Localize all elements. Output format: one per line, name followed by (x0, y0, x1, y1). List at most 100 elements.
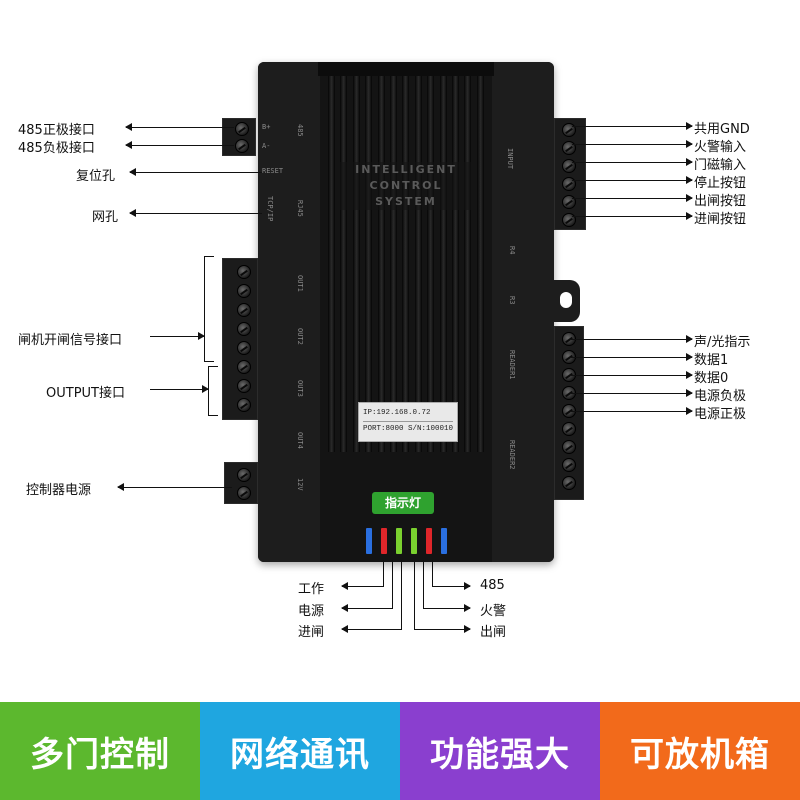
brand-line: SYSTEM (375, 195, 437, 208)
silk-dc: 12V (296, 478, 304, 491)
led-enter (396, 528, 402, 554)
led-485 (441, 528, 447, 554)
led-exit (411, 528, 417, 554)
screw-icon (237, 398, 251, 412)
device-top-bevel (318, 62, 494, 76)
arrow-data1 (570, 353, 693, 361)
label-power-positive: 电源正极 (694, 407, 747, 422)
label-led-485: 485 (480, 578, 505, 593)
label-led-exit: 出闸 (480, 625, 507, 640)
silk-out2: OUT2 (296, 328, 304, 345)
arrow-485-led (432, 582, 471, 590)
device-left-shoulder (258, 62, 320, 562)
arrow-output-port (150, 385, 209, 393)
label-data1: 数据1 (694, 353, 729, 368)
screw-icon (237, 379, 251, 393)
ip-address: IP:192.168.0.72 (363, 406, 453, 422)
screw-icon (235, 139, 249, 153)
arrow-gate-signal (150, 332, 205, 340)
controller-device: INTELLIGENT CONTROL SYSTEM (258, 62, 554, 562)
label-485-negative: 485负极接口 (18, 141, 95, 156)
screw-icon (237, 265, 251, 279)
silk-reader2: READER2 (508, 440, 516, 470)
arrow-exit-led (414, 625, 471, 633)
wire-power (392, 560, 393, 608)
wire-fire (423, 560, 424, 608)
arrow-fire-input (572, 140, 693, 148)
arrow-power (117, 483, 232, 491)
bracket-gate-signal (204, 256, 214, 362)
terminal-output (222, 258, 258, 420)
arrow-485-negative (125, 141, 234, 149)
port-serial: PORT:8000 S/N:100010 (363, 425, 454, 433)
silk-b-plus: B+ (262, 123, 271, 131)
arrow-exit-button (572, 194, 693, 202)
label-power-negative: 电源负极 (694, 389, 747, 404)
banner-cabinet: 可放机箱 (600, 702, 800, 800)
silk-rj45: RJ45 (296, 200, 304, 217)
led-fire (426, 528, 432, 554)
arrow-enter-button (572, 212, 693, 220)
silk-input: INPUT (506, 148, 514, 170)
label-led-enter: 进闸 (298, 625, 325, 640)
arrow-power-negative (570, 389, 693, 397)
arrow-485-positive (125, 123, 234, 131)
brand-line: CONTROL (369, 179, 443, 192)
silk-out4: OUT4 (296, 432, 304, 449)
brand-embossing: INTELLIGENT CONTROL SYSTEM (336, 162, 476, 210)
arrow-work (341, 582, 384, 590)
arrow-fire-led (423, 604, 471, 612)
label-gate-signal: 闸机开闸信号接口 (18, 333, 123, 348)
screw-icon (237, 486, 251, 500)
arrow-net-port (129, 209, 262, 217)
arrow-power-led (341, 604, 393, 612)
screw-icon (562, 476, 576, 490)
label-fire-input: 火警输入 (694, 140, 747, 155)
label-net-port: 网孔 (92, 210, 119, 225)
wire-485 (432, 560, 433, 586)
heatsink-fins (328, 76, 484, 452)
label-power: 控制器电源 (26, 483, 92, 498)
label-led-fire: 火警 (480, 604, 507, 619)
screw-icon (562, 422, 576, 436)
arrow-stop-button (572, 176, 693, 184)
silk-reader1: READER1 (508, 350, 516, 380)
device-right-shoulder (492, 62, 554, 562)
screw-icon (237, 303, 251, 317)
arrow-power-positive (570, 407, 693, 415)
screw-icon (237, 322, 251, 336)
silk-r4: R4 (508, 246, 516, 255)
wire-enter (401, 560, 402, 629)
ip-sticker: IP:192.168.0.72 PORT:8000 S/N:100010 (358, 402, 458, 442)
bracket-output (208, 366, 218, 416)
screw-icon (237, 468, 251, 482)
terminal-input (554, 118, 586, 230)
silk-reset: RESET (262, 167, 284, 175)
terminal-485 (222, 118, 256, 156)
banner-network: 网络通讯 (200, 702, 400, 800)
silk-a-minus: A- (262, 142, 271, 150)
mounting-tab (554, 280, 580, 322)
indicator-tag: 指示灯 (372, 492, 434, 514)
screw-icon (237, 360, 251, 374)
feature-banner: 多门控制 网络通讯 功能强大 可放机箱 (0, 702, 800, 800)
banner-powerful: 功能强大 (400, 702, 600, 800)
label-gnd: 共用GND (694, 122, 750, 137)
label-data0: 数据0 (694, 371, 729, 386)
label-door-sensor: 门磁输入 (694, 158, 747, 173)
screw-icon (237, 284, 251, 298)
arrow-enter-led (341, 625, 402, 633)
screw-icon (562, 458, 576, 472)
silk-tcpip: TCP/IP (266, 196, 274, 222)
silk-485: 485 (296, 124, 304, 137)
arrow-door-sensor (572, 158, 693, 166)
wire-exit (414, 560, 415, 629)
label-enter-button: 进闸按钮 (694, 212, 747, 227)
screw-icon (562, 440, 576, 454)
label-led-work: 工作 (298, 582, 325, 597)
arrow-sound-light (570, 335, 693, 343)
label-exit-button: 出闸按钮 (694, 194, 747, 209)
led-work (366, 528, 372, 554)
silk-out1: OUT1 (296, 275, 304, 292)
banner-multi-door: 多门控制 (0, 702, 200, 800)
